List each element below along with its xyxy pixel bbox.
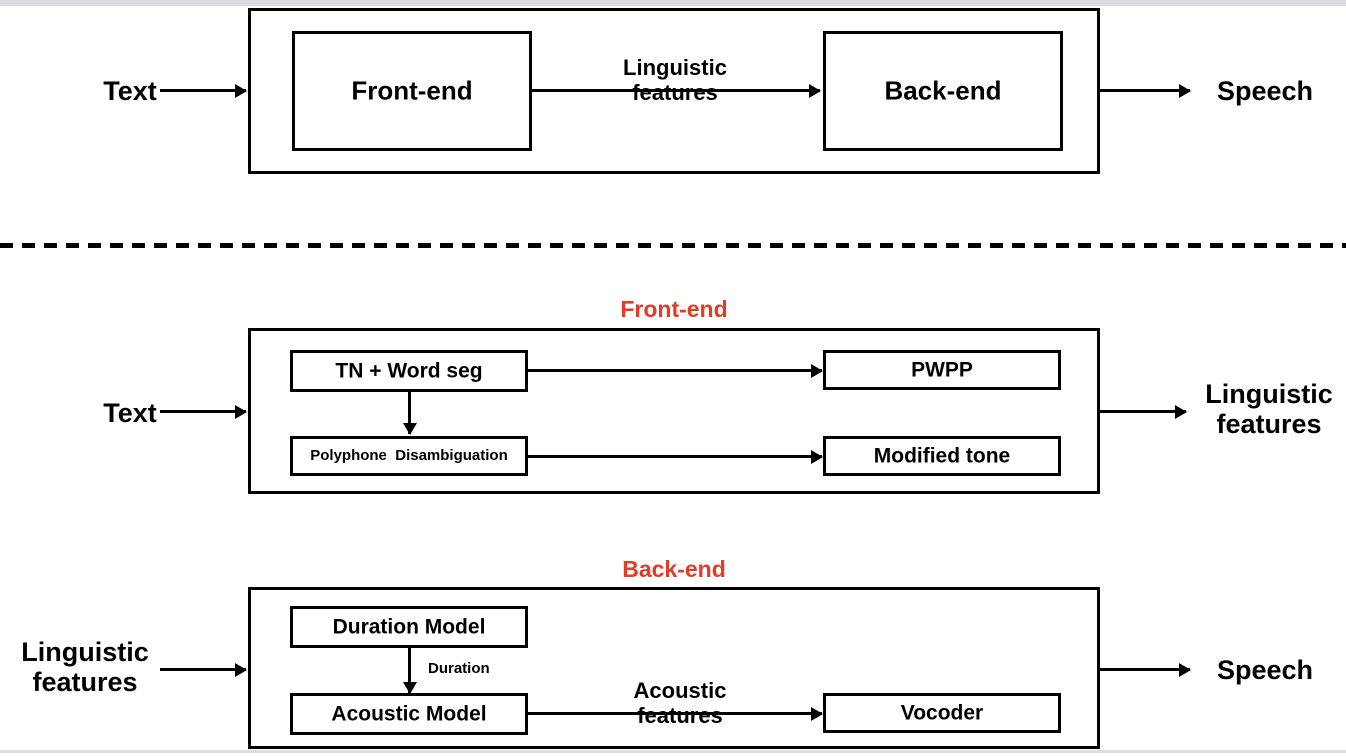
overview-input-arrow [160,89,246,92]
box-tn-word-seg: TN + Word seg [290,350,528,392]
backend-acoustic-connector-arrow [760,712,822,715]
overview-frontend-box: Front-end [292,31,532,151]
page-top-strip [0,0,1346,6]
box-acoustic-model: Acoustic Model [290,693,528,735]
overview-output-arrow [1100,89,1190,92]
backend-duration-arrow [408,648,411,693]
frontend-top-connector-line [528,369,768,372]
frontend-bottom-connector-arrow [760,455,822,458]
box-duration-model: Duration Model [290,606,528,648]
box-modified-tone-label: Modified tone [873,444,1011,468]
box-pwpp-label: PWPP [911,358,973,382]
overview-backend-box: Back-end [823,31,1063,151]
backend-input-label: Linguistic features [21,637,149,698]
overview-middle-arrow-label: Linguistic features [623,55,727,105]
frontend-input-arrow [160,410,246,413]
page-bottom-strip [0,750,1346,753]
section-divider [0,243,1346,248]
overview-input-label: Text [103,76,157,106]
backend-section-title: Back-end [622,556,726,582]
frontend-section-title: Front-end [620,296,728,322]
box-tn-word-seg-label: TN + Word seg [335,359,483,383]
backend-acoustic-connector-line [528,712,768,715]
box-acoustic-model-label: Acoustic Model [331,702,487,726]
box-modified-tone: Modified tone [823,436,1061,476]
overview-middle-arrow [760,89,820,92]
overview-middle-line [532,89,818,92]
backend-output-arrow [1100,668,1190,671]
backend-duration-arrow-label: Duration [428,660,490,677]
backend-input-arrow [160,668,246,671]
box-duration-model-label: Duration Model [332,615,486,639]
box-vocoder: Vocoder [823,693,1061,733]
frontend-output-arrow [1100,410,1186,413]
overview-output-label: Speech [1216,76,1314,106]
overview-backend-label: Back-end [884,75,1002,106]
frontend-input-label: Text [103,398,157,428]
box-vocoder-label: Vocoder [900,701,984,725]
box-polyphone-disambiguation-label: Polyphone Disambiguation [310,446,508,464]
box-pwpp: PWPP [823,350,1061,390]
backend-output-label: Speech [1216,655,1314,685]
frontend-bottom-connector-line [528,455,768,458]
frontend-top-connector-arrow [760,369,822,372]
box-polyphone-disambiguation: Polyphone Disambiguation [290,436,528,476]
backend-acoustic-arrow-label: Acoustic features [633,678,727,728]
frontend-output-label: Linguistic features [1205,379,1333,440]
overview-frontend-label: Front-end [351,75,473,106]
frontend-vertical-arrow [408,392,411,434]
